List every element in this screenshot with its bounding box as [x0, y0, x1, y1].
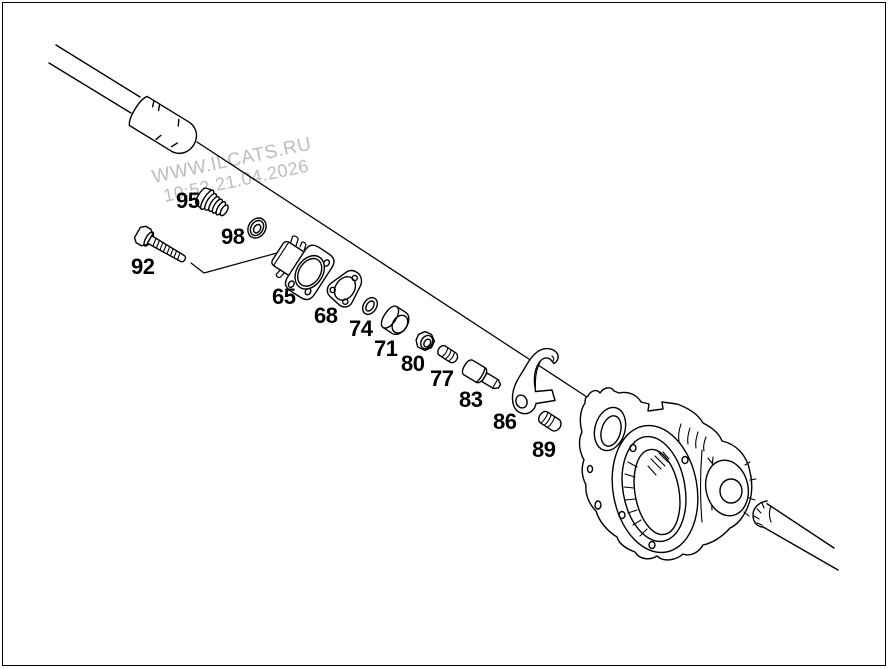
part-80-drawing — [415, 330, 436, 352]
part-83-drawing — [461, 359, 502, 390]
part-label-83: 83 — [459, 387, 483, 412]
part-98-drawing — [247, 217, 267, 239]
part-86-drawing — [511, 347, 559, 415]
part-label-86: 86 — [493, 409, 517, 434]
selector-rod-drawing — [48, 44, 198, 155]
part-label-68: 68 — [314, 303, 338, 328]
part-label-80: 80 — [401, 351, 425, 376]
axis-line — [196, 141, 591, 400]
part-77-drawing — [437, 344, 459, 364]
part-65-drawing — [271, 235, 335, 301]
housing-drawing — [578, 387, 757, 561]
part-label-95: 95 — [176, 188, 200, 213]
part-92-drawing — [133, 225, 187, 263]
part-89-drawing — [538, 410, 562, 432]
leader-line-92 — [190, 252, 278, 274]
part-label-92: 92 — [131, 254, 155, 279]
part-label-71: 71 — [374, 336, 398, 361]
part-label-77: 77 — [430, 366, 454, 391]
part-74-drawing — [361, 296, 379, 316]
part-95-drawing — [194, 187, 229, 217]
part-71-drawing — [380, 305, 410, 336]
output-shaft-drawing — [752, 500, 839, 571]
part-label-98: 98 — [221, 224, 245, 249]
part-label-65: 65 — [272, 284, 296, 309]
part-label-89: 89 — [532, 437, 556, 462]
part-68-drawing — [326, 269, 363, 308]
part-label-74: 74 — [349, 316, 373, 341]
